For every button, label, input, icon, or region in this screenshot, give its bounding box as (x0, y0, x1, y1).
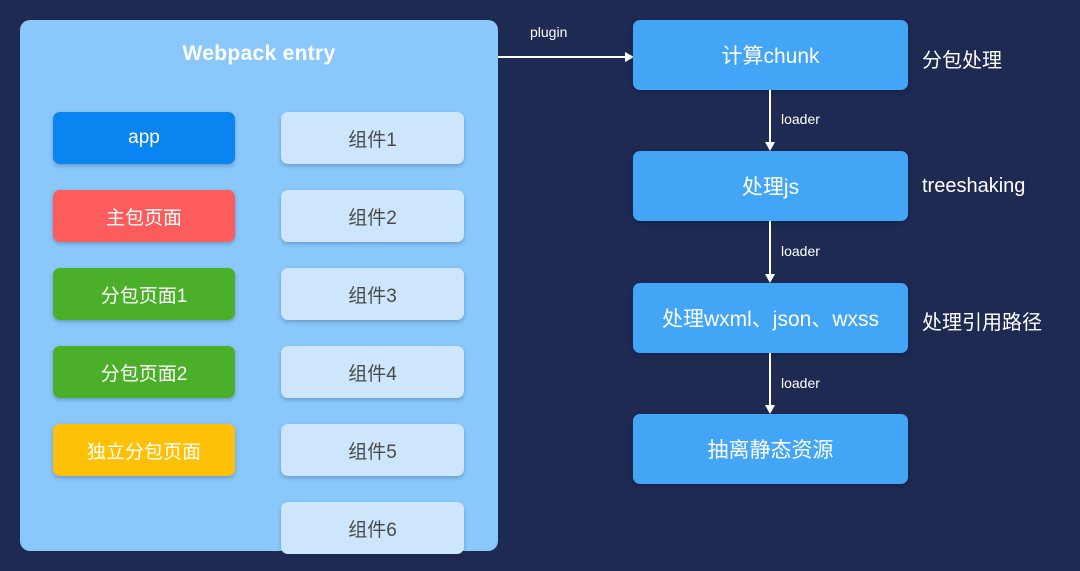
loader-arrow-1 (765, 90, 775, 151)
flow-side-label-reference-path: 处理引用路径 (922, 312, 1042, 334)
component-chip-4[interactable]: 组件4 (281, 346, 464, 398)
flow-step-extract-static-assets[interactable]: 抽离静态资源 (633, 414, 908, 484)
flow-step-process-js[interactable]: 处理js (633, 151, 908, 221)
webpack-entry-panel: Webpack entry app 主包页面 分包页面1 分包页面2 独立分包页… (20, 20, 498, 554)
pages-column: app 主包页面 分包页面1 分包页面2 独立分包页面 (53, 112, 235, 502)
page-chip-app[interactable]: app (53, 112, 235, 164)
loader-arrow-label-2: loader (781, 243, 820, 259)
webpack-entry-title: Webpack entry (182, 42, 336, 65)
loader-arrow-2 (765, 221, 775, 283)
loader-arrow-label-3: loader (781, 375, 820, 391)
page-chip-main-package[interactable]: 主包页面 (53, 190, 235, 242)
page-chip-sub-package-1[interactable]: 分包页面1 (53, 268, 235, 320)
components-column: 组件1 组件2 组件3 组件4 组件5 组件6 (281, 112, 464, 571)
loader-arrow-label-1: loader (781, 111, 820, 127)
flow-step-compute-chunk[interactable]: 计算chunk (633, 20, 908, 90)
plugin-arrow (498, 52, 634, 62)
flow-step-process-wxml-json-wxss[interactable]: 处理wxml、json、wxss (633, 283, 908, 353)
plugin-arrow-label: plugin (530, 24, 568, 40)
flow-side-label-compute-chunk: 分包处理 (922, 50, 1002, 72)
loader-arrow-3 (765, 353, 775, 414)
page-chip-independent-sub-package[interactable]: 独立分包页面 (53, 424, 235, 476)
component-chip-1[interactable]: 组件1 (281, 112, 464, 164)
flow-side-label-treeshaking: treeshaking (922, 175, 1026, 197)
component-chip-6[interactable]: 组件6 (281, 502, 464, 554)
page-chip-sub-package-2[interactable]: 分包页面2 (53, 346, 235, 398)
component-chip-2[interactable]: 组件2 (281, 190, 464, 242)
component-chip-3[interactable]: 组件3 (281, 268, 464, 320)
component-chip-5[interactable]: 组件5 (281, 424, 464, 476)
